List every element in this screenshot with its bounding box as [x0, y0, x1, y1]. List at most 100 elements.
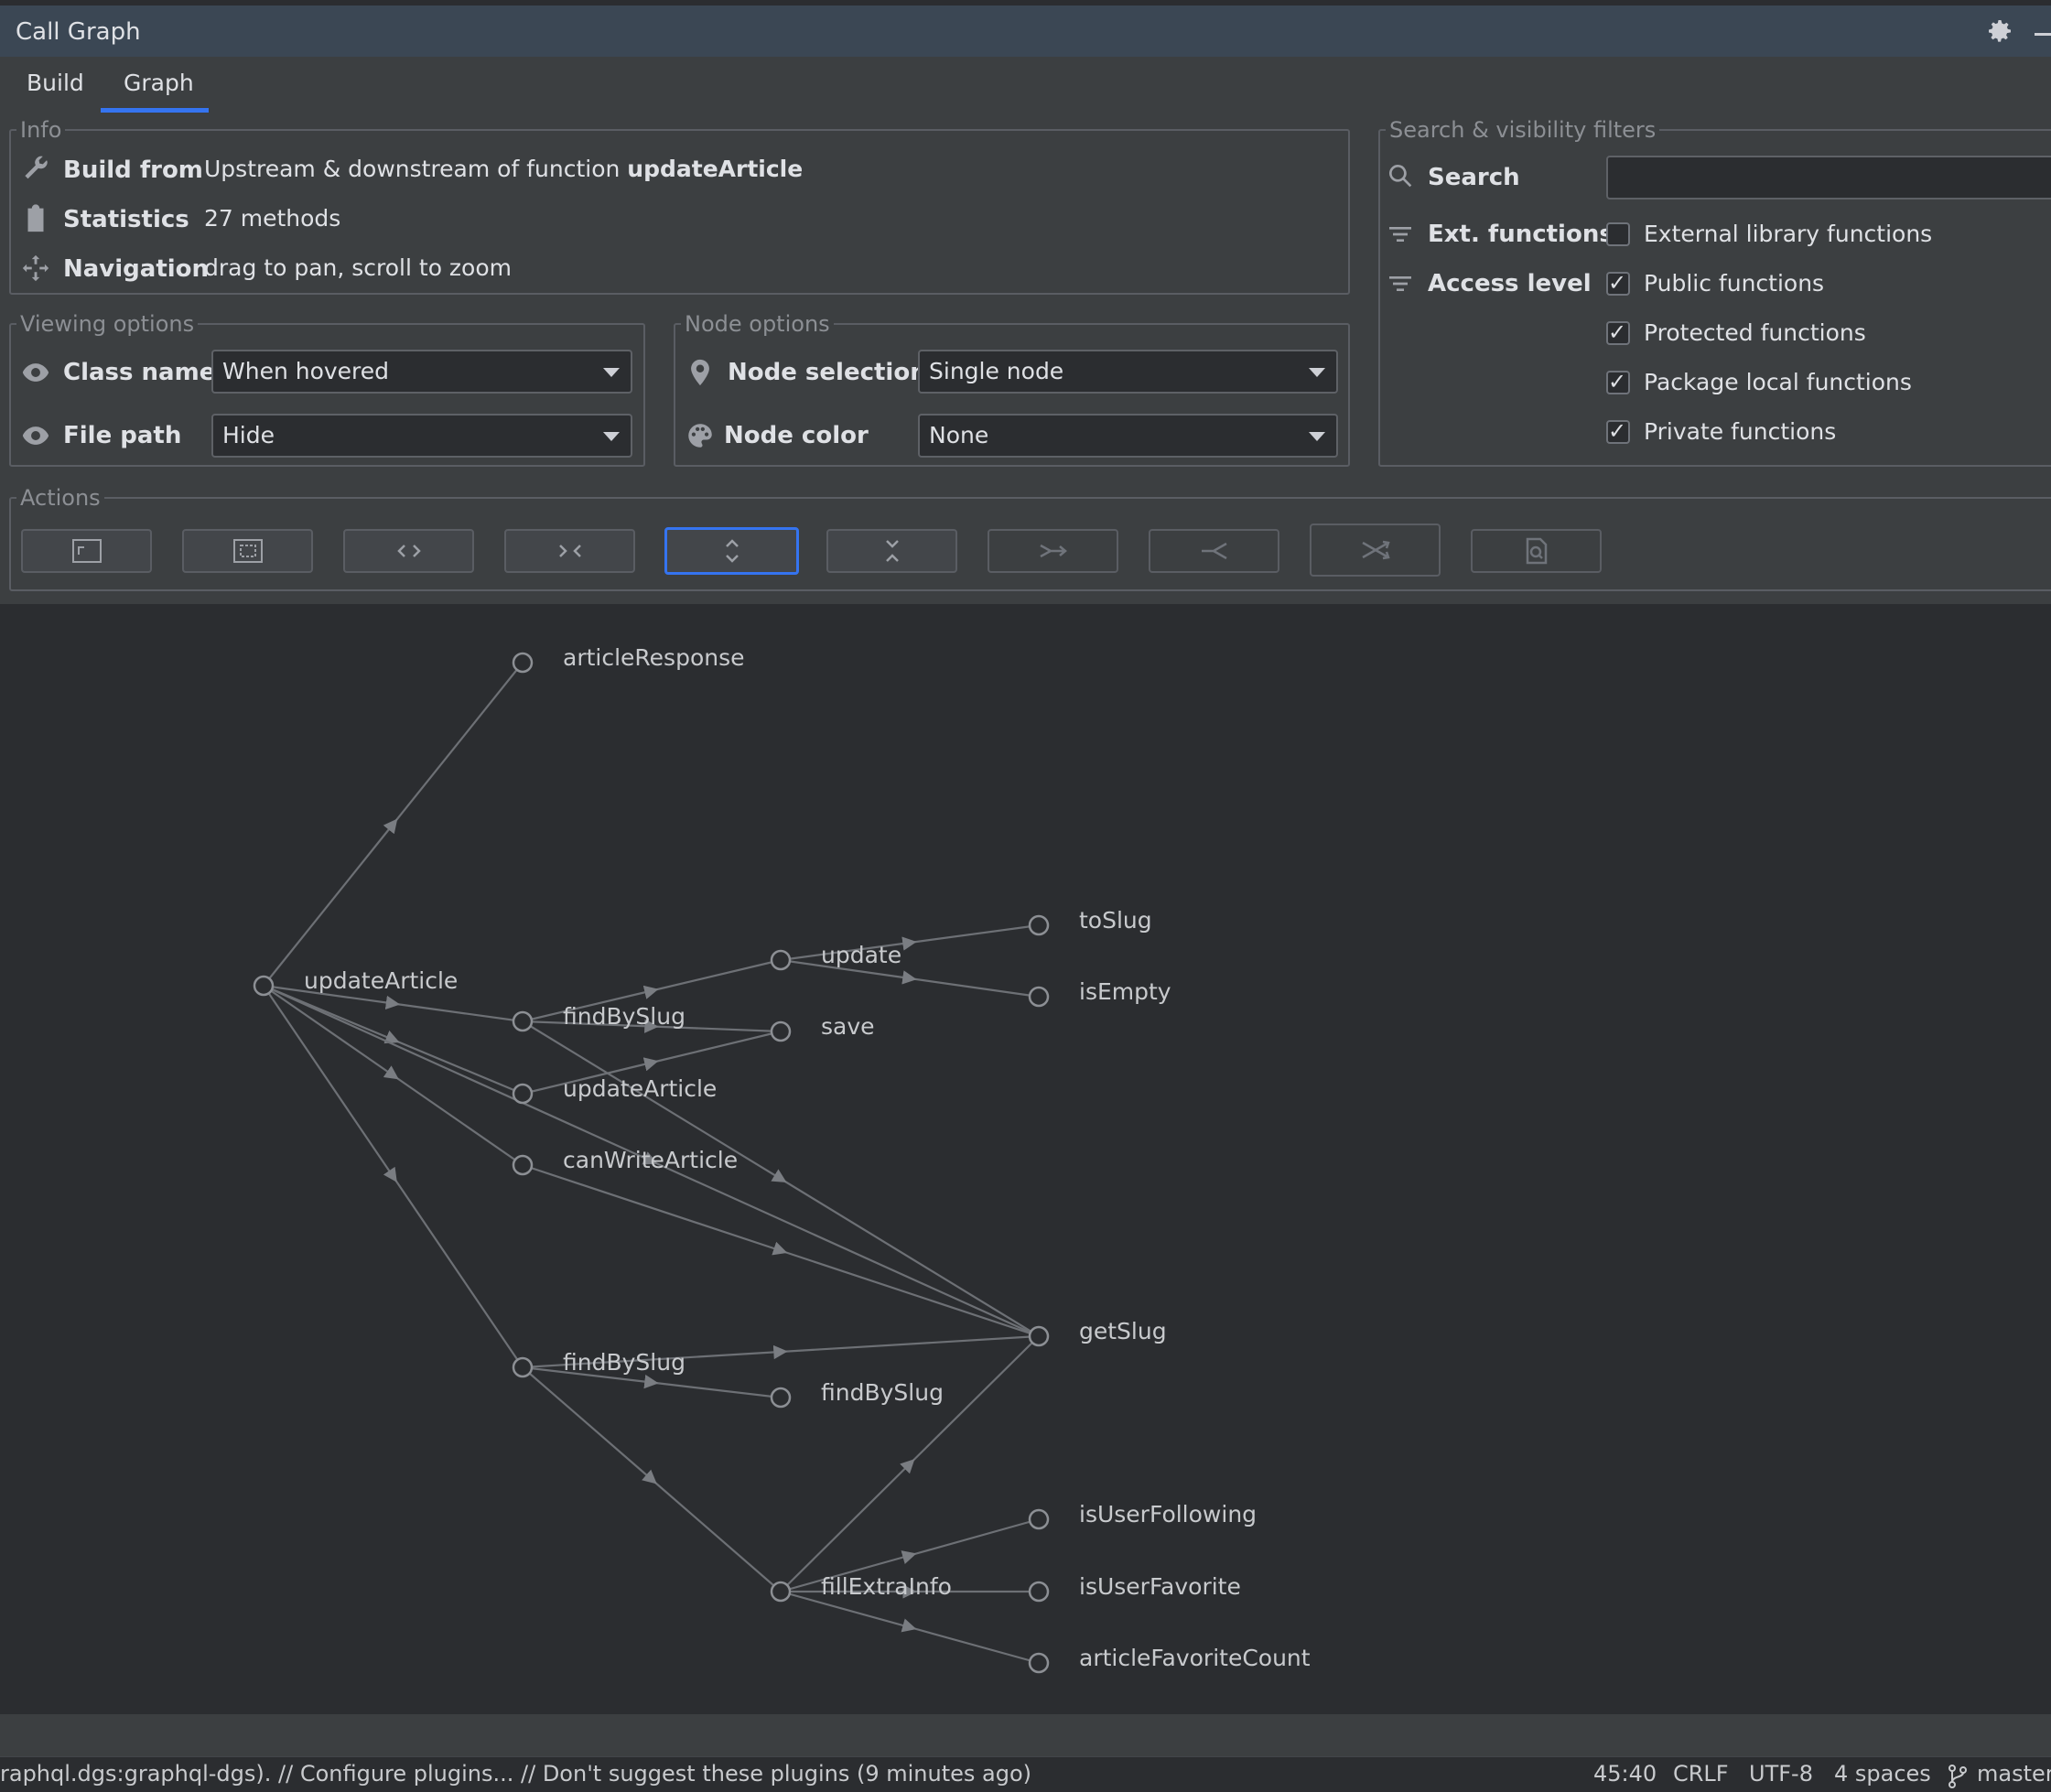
file-path-dropdown[interactable]: Hide — [211, 414, 632, 458]
graph-node-label[interactable]: findBySlug — [563, 1003, 685, 1030]
checkbox-box[interactable]: ✓ — [1606, 319, 1630, 345]
collapse-horizontal-button[interactable] — [504, 529, 635, 573]
shuffle-button[interactable] — [1310, 524, 1441, 577]
navigation-value: drag to pan, scroll to zoom — [204, 254, 512, 281]
fit-to-view-button[interactable] — [21, 529, 152, 573]
status-message[interactable]: raphql.dgs:graphql-dgs). // Configure pl… — [0, 1761, 1031, 1787]
tab-bar: Build Graph — [0, 57, 2051, 119]
graph-node[interactable] — [770, 1581, 792, 1603]
active-tab-indicator — [101, 108, 209, 113]
info-legend: Info — [20, 117, 62, 143]
graph-node[interactable] — [770, 949, 792, 971]
graph-edge — [780, 1335, 1040, 1592]
collapse-vertical-button[interactable] — [826, 529, 957, 573]
graph-node-label[interactable]: articleResponse — [563, 644, 745, 671]
file-encoding[interactable]: UTF-8 — [1749, 1761, 1813, 1787]
graph-edge — [263, 985, 524, 1368]
window-title-bar: Call Graph — [0, 0, 2051, 57]
minimize-icon[interactable] — [2035, 33, 2051, 36]
build-from-value: Upstream & downstream of function update… — [204, 156, 803, 182]
info-group: Info — [9, 117, 1350, 295]
graph-node[interactable] — [1028, 1581, 1050, 1603]
graph-canvas[interactable]: articleResponse updateArticle findBySlug up… — [0, 604, 2051, 1714]
graph-edge — [263, 984, 1040, 1338]
graph-node-label[interactable]: fillExtraInfo — [821, 1573, 952, 1600]
access-level-label: Access level — [1428, 270, 1592, 297]
graph-node[interactable] — [512, 652, 534, 674]
gear-icon[interactable] — [1985, 16, 2014, 46]
graph-edge — [263, 985, 524, 1166]
graph-node-label[interactable]: isUserFollowing — [1079, 1501, 1258, 1528]
graph-node-label[interactable]: getSlug — [1079, 1318, 1167, 1344]
node-selection-dropdown[interactable]: Single node — [918, 350, 1338, 394]
search-filters-legend: Search & visibility filters — [1389, 117, 1657, 143]
filter-icon — [1389, 276, 1411, 291]
graph-node[interactable] — [1028, 1508, 1050, 1530]
graph-node[interactable] — [512, 1083, 534, 1105]
checkbox-box[interactable]: ✓ — [1606, 418, 1630, 444]
checkbox-label: Public functions — [1644, 270, 1825, 297]
checkbox-box[interactable]: ✓ — [1606, 369, 1630, 394]
graph-node-label[interactable]: save — [821, 1013, 875, 1040]
node-color-label: Node color — [724, 422, 869, 449]
graph-edge — [263, 662, 524, 987]
graph-node[interactable] — [512, 1010, 534, 1032]
expand-vertical-icon — [725, 539, 739, 563]
graph-node-label[interactable]: isEmpty — [1079, 978, 1171, 1005]
graph-edge — [522, 1366, 782, 1592]
fit-selection-button[interactable] — [182, 529, 313, 573]
graph-node[interactable] — [1028, 986, 1050, 1008]
git-branch[interactable]: master — [1977, 1761, 2051, 1787]
filter-icon — [1389, 227, 1411, 242]
graph-edges — [263, 662, 1040, 1665]
window-title: Call Graph — [16, 18, 141, 46]
call-graph[interactable] — [0, 604, 2051, 1714]
graph-node-label[interactable]: findBySlug — [563, 1349, 685, 1376]
checkbox-box[interactable] — [1606, 222, 1630, 246]
graph-node[interactable] — [512, 1356, 534, 1378]
check-icon: ✓ — [1608, 319, 1627, 345]
wrench-icon — [25, 156, 48, 179]
split-arrow-button[interactable] — [1149, 529, 1279, 573]
graph-node-label[interactable]: canWriteArticle — [563, 1147, 739, 1173]
node-color-dropdown[interactable]: None — [918, 414, 1338, 458]
graph-node[interactable] — [770, 1020, 792, 1042]
search-filters-group: Search & visibility filters — [1378, 117, 2051, 467]
graph-node-label[interactable]: update — [821, 942, 902, 968]
node-options-legend: Node options — [685, 311, 830, 337]
tab-graph[interactable]: Graph — [124, 70, 194, 96]
graph-node[interactable] — [253, 975, 275, 997]
expand-horizontal-button[interactable] — [343, 529, 474, 573]
graph-node[interactable] — [1028, 914, 1050, 936]
status-bar: raphql.dgs:graphql-dgs). // Configure pl… — [0, 1756, 2051, 1792]
caret-position[interactable]: 45:40 — [1593, 1761, 1657, 1787]
graph-node[interactable] — [1028, 1325, 1050, 1347]
search-input[interactable] — [1606, 156, 2051, 200]
expand-vertical-button[interactable] — [664, 527, 799, 575]
graph-edge — [522, 1163, 1040, 1338]
find-usages-button[interactable] — [1471, 529, 1602, 573]
build-from-prefix: Upstream & downstream of function — [204, 156, 628, 182]
search-label: Search — [1428, 164, 1520, 191]
build-from-label: Build from — [63, 157, 203, 184]
graph-node-label[interactable]: updateArticle — [563, 1075, 718, 1102]
graph-node[interactable] — [770, 1387, 792, 1409]
palette-icon — [688, 424, 712, 448]
class-name-dropdown[interactable]: When hovered — [211, 350, 632, 394]
graph-node-label[interactable]: toSlug — [1079, 907, 1152, 934]
graph-node[interactable] — [512, 1154, 534, 1176]
merge-arrow-icon — [1039, 544, 1067, 558]
indent-setting[interactable]: 4 spaces — [1834, 1761, 1931, 1787]
checkbox-box[interactable]: ✓ — [1606, 270, 1630, 296]
graph-node-label[interactable]: isUserFavorite — [1079, 1573, 1241, 1600]
search-icon — [1389, 165, 1412, 188]
chevron-down-icon — [1309, 432, 1325, 441]
graph-node[interactable] — [1028, 1652, 1050, 1674]
graph-node-label[interactable]: articleFavoriteCount — [1079, 1645, 1311, 1671]
graph-node-label[interactable]: findBySlug — [821, 1379, 944, 1406]
graph-node-label[interactable]: updateArticle — [304, 967, 459, 994]
actions-group: Actions — [9, 485, 2051, 591]
tab-build[interactable]: Build — [27, 70, 84, 96]
merge-arrow-button[interactable] — [988, 529, 1118, 573]
line-ending[interactable]: CRLF — [1673, 1761, 1729, 1787]
